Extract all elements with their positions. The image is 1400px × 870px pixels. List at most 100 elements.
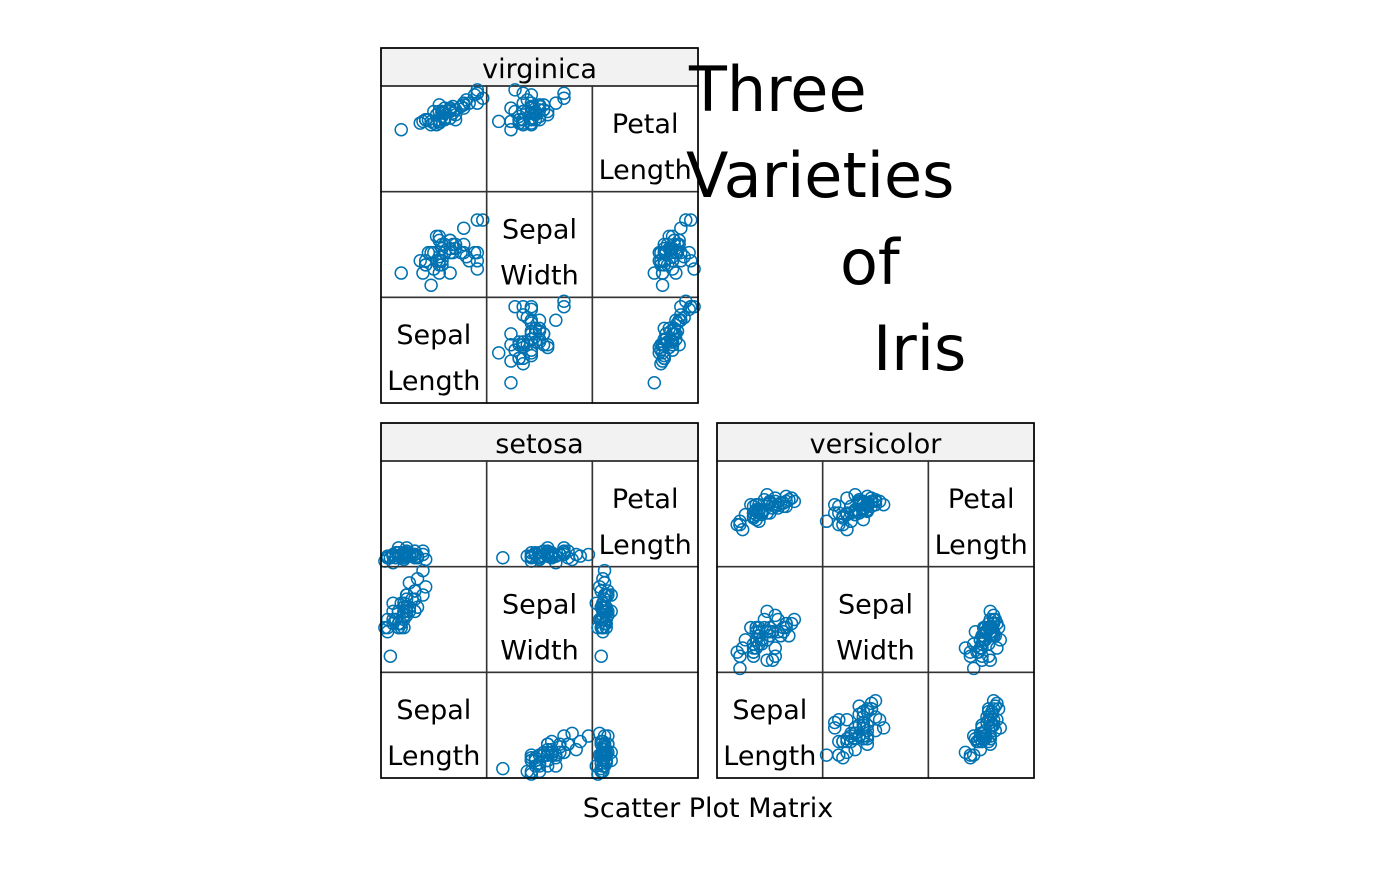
variable-label: Length [723,741,816,772]
data-point [402,576,417,590]
data-point [993,721,1007,735]
strip [380,47,699,87]
data-point [596,612,610,627]
data-point [832,748,846,762]
data-point [765,501,780,515]
data-point [532,313,547,328]
data-point [557,541,571,555]
title-line: Varieties [686,139,954,212]
data-point [596,748,610,762]
data-point [779,616,793,631]
data-point [394,266,408,280]
data-point [993,633,1007,647]
data-point [470,213,485,227]
data-point [674,299,688,314]
data-point [421,245,436,260]
data-point [504,101,518,115]
cell [591,190,699,299]
data-point [647,266,662,280]
data-point [765,653,780,668]
data-point [536,748,551,762]
data-point [677,249,691,264]
data-point [596,571,610,586]
data-point [456,237,471,252]
title-line: Iris [873,312,966,385]
data-point [573,734,588,749]
data-point [443,245,457,260]
variable-label: Petal [948,484,1015,515]
data-point [848,742,862,757]
data-point [980,624,994,639]
data-point [749,633,763,647]
panel-border [716,422,1035,779]
data-point [557,294,571,309]
data-point [516,96,530,110]
cell [380,190,488,299]
data-point [516,86,530,100]
data-point [394,616,408,631]
data-point [504,337,518,352]
data-point [779,489,793,504]
data-point [470,245,485,260]
data-point [544,748,559,762]
data-point [470,262,485,276]
data-point [860,737,875,751]
data-point [399,546,414,560]
data-point [647,376,662,390]
variable-label: Width [500,261,578,292]
data-point [687,262,701,276]
data-point [405,547,419,562]
data-point [991,702,1006,716]
variable-label: Sepal [502,590,577,621]
data-point [752,620,766,635]
cell [485,296,594,404]
data-point [958,745,973,760]
data-point [752,629,766,643]
data-point [735,641,750,655]
variable-label: Sepal [732,695,807,726]
data-point [655,278,670,293]
data-point [988,699,1003,713]
data-point [840,734,854,749]
data-point [496,761,510,776]
data-point [437,245,452,260]
variable-label: Width [500,636,578,667]
data-point [856,715,871,730]
data-point [986,702,1001,716]
data-point [848,732,862,746]
data-point [848,726,862,741]
data-point [733,649,747,663]
data-point [876,497,891,512]
data-point [491,346,506,360]
data-point [852,699,866,713]
cell [485,85,594,193]
data-point [504,114,518,129]
data-point [532,99,547,114]
data-point [491,114,506,129]
data-point [462,96,476,110]
data-point [672,313,686,328]
variable-label: Length [387,366,480,397]
chart-title: Three Varieties of Iris [686,53,966,385]
data-point [856,501,871,515]
data-point [760,653,774,668]
strip-label: versicolor [810,429,943,460]
data-point [516,308,530,322]
data-point [744,620,758,635]
data-point [827,715,842,730]
variable-label: Petal [612,484,679,515]
data-point [416,114,430,129]
data-point [597,592,612,606]
data-point [779,494,793,509]
data-point [520,93,535,107]
data-point [768,649,783,663]
data-point [540,340,555,355]
data-point [787,612,802,627]
variable-label: Length [599,530,692,561]
data-point [599,745,613,760]
variable-label: Petal [612,109,679,140]
data-point [983,604,998,619]
data-point [738,633,753,647]
data-point [779,620,793,635]
